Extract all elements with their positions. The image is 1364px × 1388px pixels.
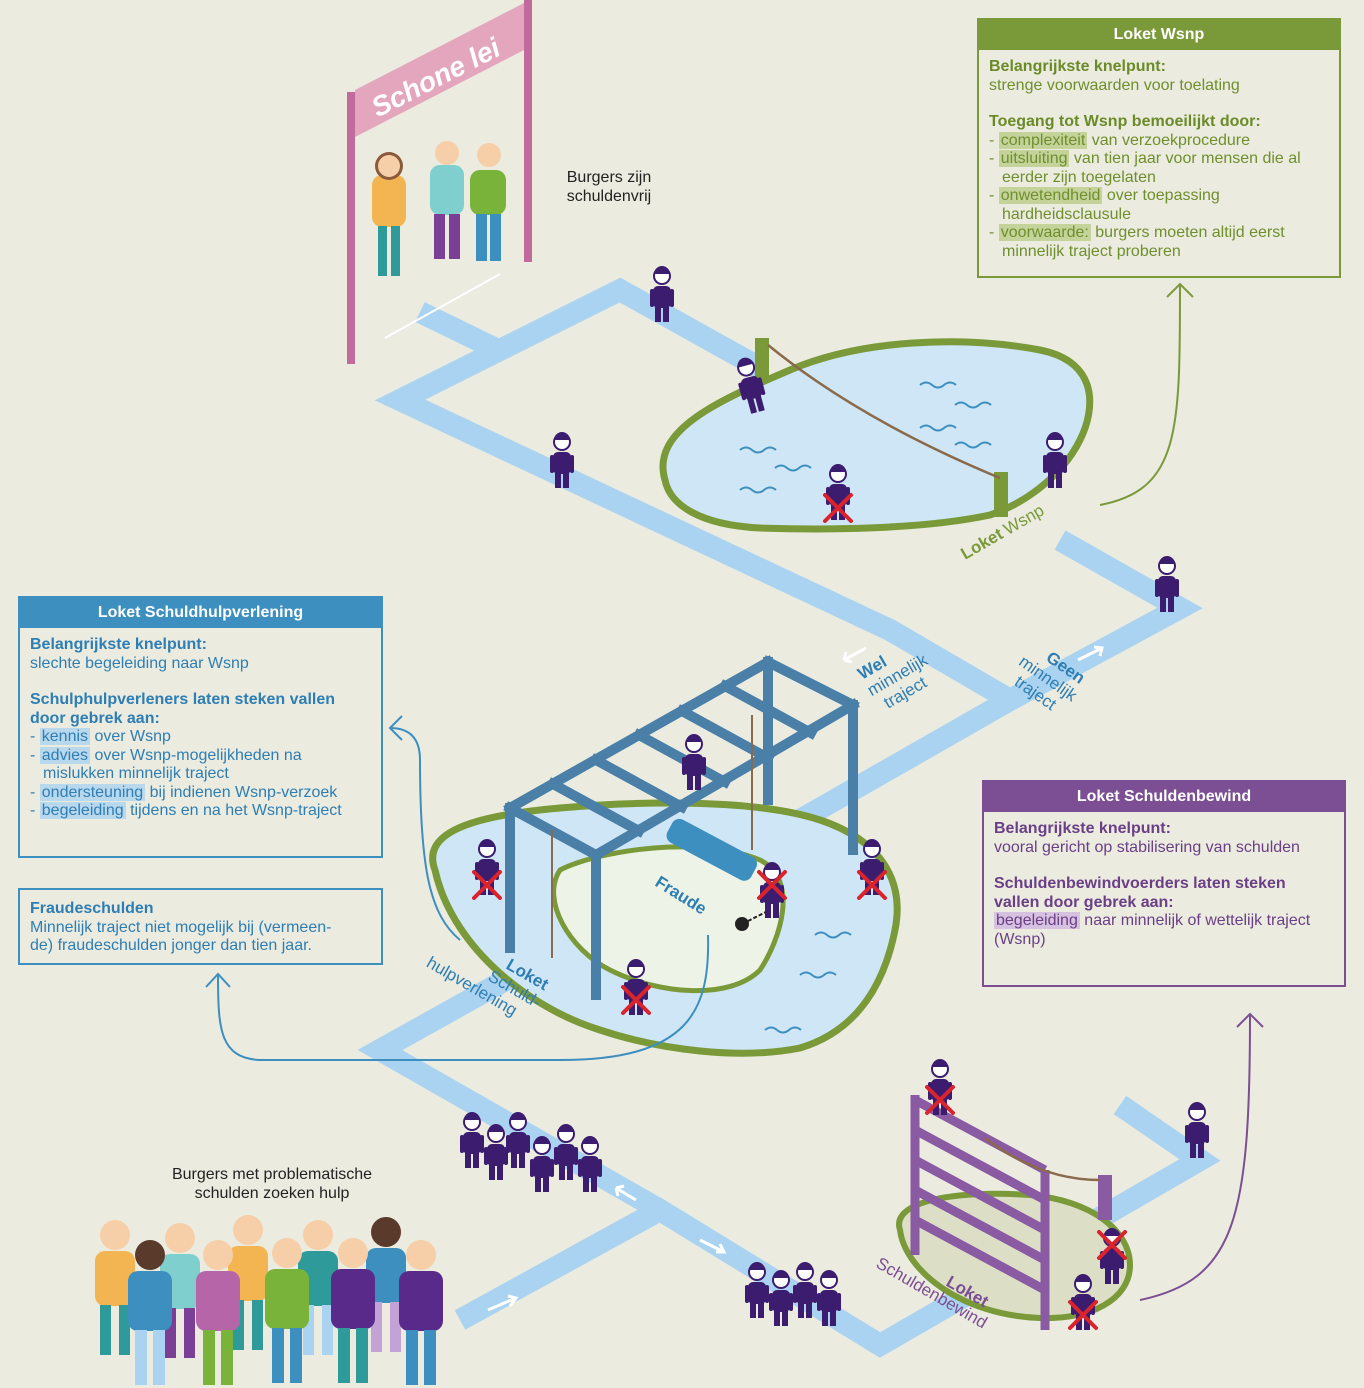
highlight-term: onwetendheid bbox=[998, 187, 1103, 204]
item-text: naar minnelijk of wettelijk traject (Wsn… bbox=[994, 912, 1311, 948]
knelpunt-label: Belangrijkste knelpunt: bbox=[994, 820, 1171, 837]
knelpunt-text: vooral gericht op stabilisering van schu… bbox=[994, 838, 1300, 856]
cause-label: Schulphulpverleners laten steken vallen … bbox=[30, 691, 335, 727]
list-item: - kennis over Wsnp bbox=[30, 728, 171, 745]
label-geen-minnelijk: Geen minnelijk traject bbox=[1011, 648, 1088, 715]
shv-pond bbox=[429, 655, 901, 1057]
box-fraudeschulden: Fraudeschulden Minnelijk traject niet mo… bbox=[18, 888, 383, 965]
item-text: van tien jaar voor mensen die al eerder … bbox=[1002, 150, 1301, 186]
rope-icon bbox=[767, 344, 1001, 480]
climbing-frame-icon bbox=[503, 655, 860, 1000]
item-text: tijdens en na het Wsnp-traject bbox=[125, 802, 342, 819]
box-title: Fraudeschulden bbox=[30, 900, 154, 917]
item-text: over toepassing hardheidsclausule bbox=[1002, 187, 1220, 223]
box-title: Loket Wsnp bbox=[979, 20, 1339, 50]
wsnp-pond bbox=[659, 338, 1094, 533]
box-text: Minnelijk traject niet mogelijk bij (ver… bbox=[30, 918, 332, 936]
list-item: - uitsluiting van tien jaar voor mensen … bbox=[989, 150, 1301, 186]
knelpunt-label: Belangrijkste knelpunt: bbox=[989, 58, 1166, 75]
caption-line: Burgers met problematische bbox=[171, 1166, 373, 1183]
connector-arrows bbox=[205, 282, 1264, 1301]
list-item: - onwetendheid over toepassing hardheids… bbox=[989, 187, 1220, 223]
knelpunt-text: slechte begeleiding naar Wsnp bbox=[30, 654, 249, 672]
list-item: - begeleiding tijdens en na het Wsnp-tra… bbox=[30, 802, 342, 819]
highlight-term: ondersteuning bbox=[39, 783, 146, 801]
box-loket-wsnp: Loket Wsnp Belangrijkste knelpunt: stren… bbox=[977, 18, 1341, 278]
box-text: de) fraudeschulden jonger dan tien jaar. bbox=[30, 937, 312, 954]
list-item: - advies over Wsnp-mogelijkheden na misl… bbox=[30, 746, 302, 783]
fence-icon bbox=[910, 1095, 1050, 1330]
rope-post-icon bbox=[1098, 1175, 1112, 1220]
finish-banner bbox=[347, 0, 532, 364]
highlight-term: uitsluiting bbox=[998, 150, 1070, 167]
caption-debt-free: Burgers zijn schuldenvrij bbox=[545, 168, 673, 206]
rope-post-icon bbox=[755, 338, 769, 383]
balance-beam-icon bbox=[666, 818, 758, 881]
list-item: begeleiding naar minnelijk of wettelijk … bbox=[994, 912, 1334, 949]
direction-arrows bbox=[487, 645, 1104, 1312]
highlight-term: kennis bbox=[39, 728, 91, 745]
rope-post-icon bbox=[994, 472, 1008, 517]
highlight-term: complexiteit bbox=[998, 131, 1088, 149]
box-loket-schuldenbewind: Loket Schuldenbewind Belangrijkste knelp… bbox=[982, 780, 1346, 987]
cause-label: Schuldenbewindvoerders laten steken vall… bbox=[994, 875, 1286, 911]
caption-seeking-help: Burgers met problematische schulden zoek… bbox=[140, 1165, 404, 1203]
item-text: over Wsnp bbox=[90, 728, 171, 745]
list-item: - voorwaarde: burgers moeten altijd eers… bbox=[989, 224, 1285, 260]
highlight-term: begeleiding bbox=[39, 802, 126, 819]
box-title: Loket Schuldhulpverlening bbox=[20, 598, 381, 628]
cause-label: Toegang tot Wsnp bemoeilijkt door: bbox=[989, 113, 1261, 130]
caption-line: schuldenvrij bbox=[566, 188, 652, 205]
knelpunt-label: Belangrijkste knelpunt: bbox=[30, 636, 207, 653]
caption-line: Burgers zijn bbox=[566, 169, 652, 186]
item-text: over Wsnp-mogelijkheden na mislukken min… bbox=[43, 746, 302, 783]
happy-citizens bbox=[372, 141, 506, 276]
item-text: bij indienen Wsnp-verzoek bbox=[145, 783, 338, 801]
list-item: - ondersteuning bij indienen Wsnp-verzoe… bbox=[30, 783, 338, 801]
highlight-term: voorwaarde: bbox=[998, 224, 1091, 241]
highlight-term: begeleiding bbox=[994, 912, 1080, 929]
list-item: - complexiteit van verzoekprocedure bbox=[989, 131, 1251, 149]
knelpunt-text: strenge voorwaarden voor toelating bbox=[989, 76, 1240, 94]
crowd-seeking-help bbox=[95, 1215, 443, 1385]
highlight-term: advies bbox=[39, 746, 91, 764]
sbw-island bbox=[896, 1095, 1134, 1330]
item-text: burgers moeten altijd eerst minnelijk tr… bbox=[1002, 224, 1285, 260]
item-text: van verzoekprocedure bbox=[1087, 131, 1251, 149]
box-loket-schuldhulpverlening: Loket Schuldhulpverlening Belangrijkste … bbox=[18, 596, 383, 858]
caption-line: schulden zoeken hulp bbox=[194, 1185, 350, 1202]
box-title: Loket Schuldenbewind bbox=[984, 782, 1344, 812]
